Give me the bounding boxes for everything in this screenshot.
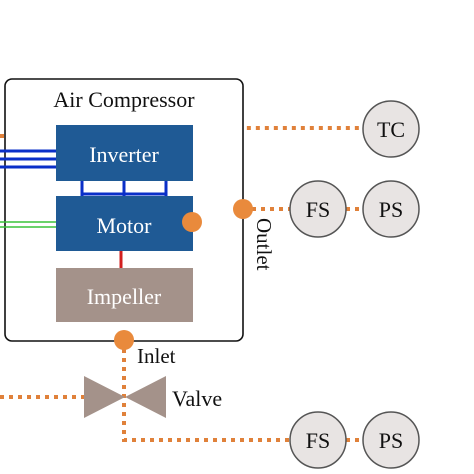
motor-label: Motor bbox=[97, 213, 153, 238]
outlet-label: Outlet bbox=[252, 218, 276, 271]
fs-outlet-label: FS bbox=[306, 197, 330, 222]
fs-inlet-label: FS bbox=[306, 428, 330, 453]
inlet-node bbox=[114, 330, 134, 350]
motor-block bbox=[56, 196, 193, 251]
ps-inlet-label: PS bbox=[379, 428, 403, 453]
outlet-node bbox=[233, 199, 253, 219]
sensor-ps-inlet: PS bbox=[362, 411, 420, 469]
sensor-fs-inlet: FS bbox=[289, 411, 347, 469]
valve-label: Valve bbox=[172, 386, 222, 411]
impeller-label: Impeller bbox=[87, 284, 162, 309]
compressor-title: Air Compressor bbox=[53, 87, 195, 112]
inverter-motor-connectors bbox=[80, 181, 168, 197]
sensor-tc: TC bbox=[362, 100, 420, 158]
signal-lines bbox=[0, 221, 56, 228]
inverter-block bbox=[56, 125, 193, 181]
sensor-fs-outlet: FS bbox=[289, 180, 347, 238]
inlet-line bbox=[122, 340, 290, 442]
valve-icon bbox=[84, 376, 166, 418]
inlet-label: Inlet bbox=[137, 344, 176, 368]
ps-outlet-label: PS bbox=[379, 197, 403, 222]
tc-label: TC bbox=[377, 117, 405, 142]
inverter-label: Inverter bbox=[89, 142, 159, 167]
motor-temp-node bbox=[182, 212, 202, 232]
sensor-ps-outlet: PS bbox=[362, 180, 420, 238]
power-bus-lines bbox=[0, 149, 56, 169]
impeller-block bbox=[56, 268, 193, 322]
